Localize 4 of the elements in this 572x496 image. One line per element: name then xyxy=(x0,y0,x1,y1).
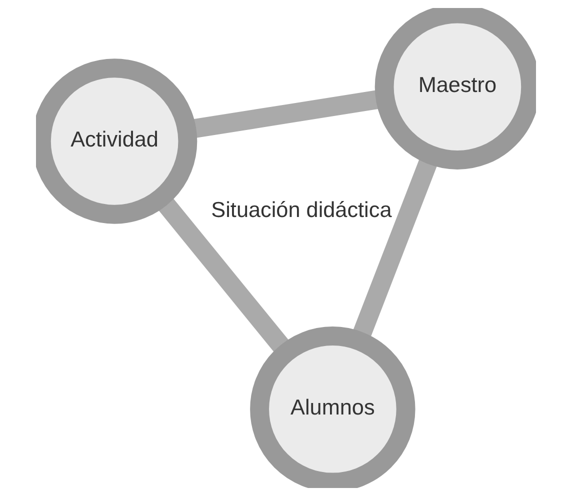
node-circle: Actividad xyxy=(36,58,198,224)
node-circle: Maestro xyxy=(374,8,536,170)
node-circle: Alumnos xyxy=(250,326,416,488)
label: Situación didáctica xyxy=(211,196,392,222)
